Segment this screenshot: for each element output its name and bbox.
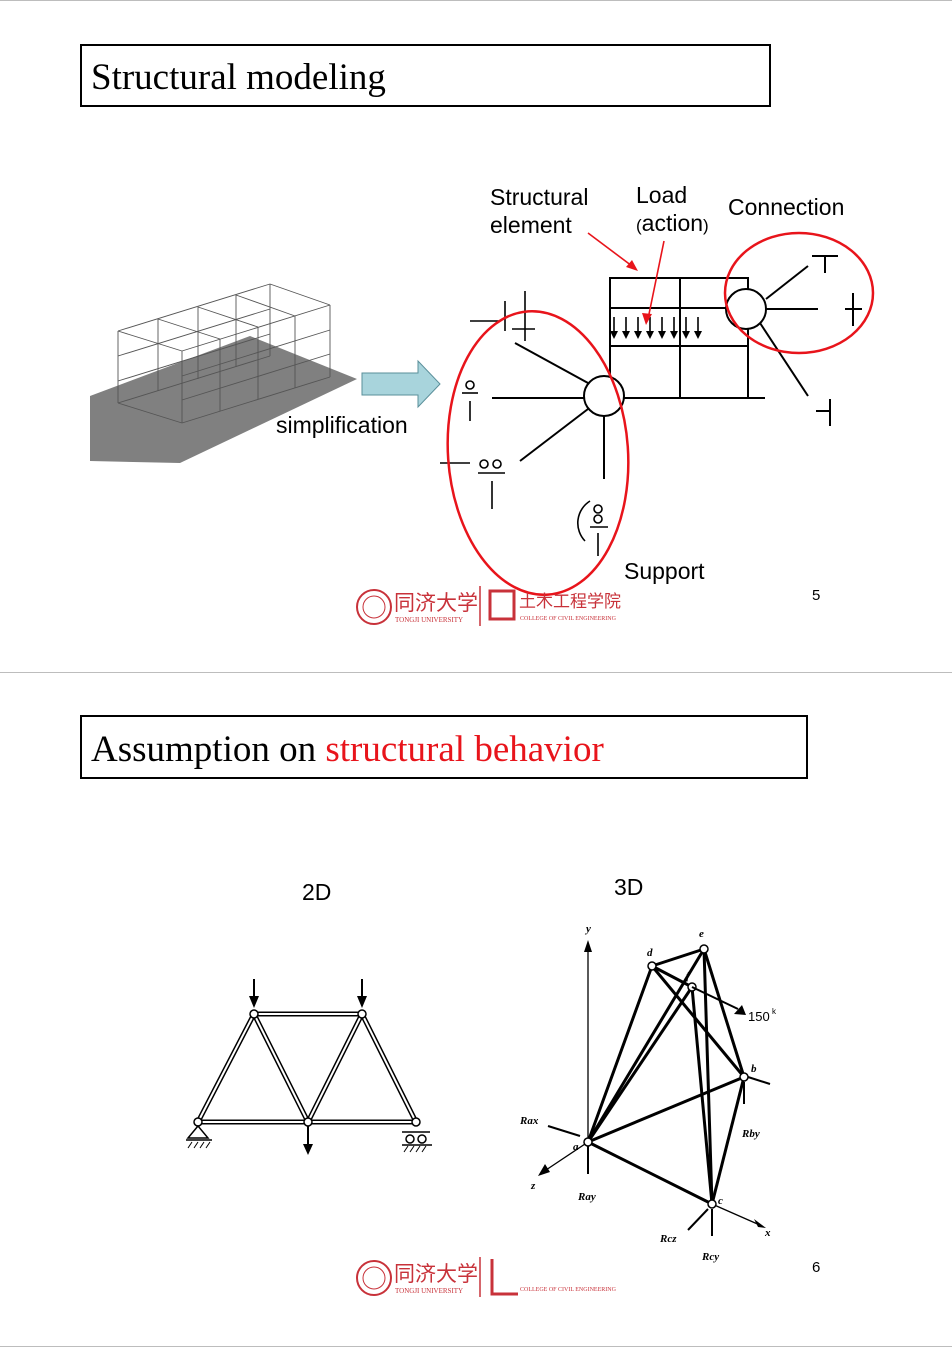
truss-3d-axis-heads	[538, 940, 766, 1228]
footer-college-en: COLLEGE OF CIVIL ENGINEERING	[520, 616, 616, 622]
label-load-action: Load (action)	[636, 182, 709, 236]
svg-text:d: d	[647, 947, 653, 959]
slide-title: Structural modeling	[80, 44, 771, 107]
modeling-diagram	[90, 231, 875, 626]
svg-text:z: z	[530, 1180, 536, 1192]
page-number: 5	[812, 587, 821, 604]
footer-college-cn: 土木工程学院	[519, 592, 621, 612]
svg-text:x: x	[764, 1227, 771, 1239]
truss-2d-hatch	[187, 1141, 427, 1153]
svg-text:Rcz: Rcz	[659, 1233, 677, 1245]
label-structural-element: Structural element	[490, 184, 589, 238]
svg-text:Rax: Rax	[519, 1115, 539, 1127]
truss-diagrams: y z x a b c d e f Rax Ray Rby Rcz Rcy 15…	[186, 923, 777, 1297]
simplification-arrow	[361, 359, 441, 409]
svg-text:a: a	[573, 1141, 579, 1153]
truss-3d-labels: y z x a b c d e f Rax Ray Rby Rcz Rcy	[519, 923, 771, 1263]
label-support: Support	[624, 558, 705, 584]
highlight-ellipses	[446, 231, 875, 597]
footer-university-cn: 同济大学	[394, 1262, 478, 1286]
truss-3d-load-unit: k	[772, 1007, 777, 1016]
svg-text:Rby: Rby	[741, 1128, 760, 1140]
label-2d: 2D	[302, 879, 332, 905]
svg-text:f: f	[686, 970, 691, 982]
frame-model	[492, 255, 862, 479]
slide-structural-modeling: Structural modeling	[0, 0, 952, 673]
truss-3d-reactions	[547, 986, 771, 1236]
truss-3d-axes	[539, 944, 763, 1227]
label-connection: Connection	[728, 194, 845, 220]
truss-3d-members	[586, 947, 746, 1206]
truss-2d-joints	[193, 1009, 421, 1127]
svg-text:y: y	[584, 923, 591, 935]
truss-3d-joints	[583, 944, 749, 1209]
footer-logo-slide2	[356, 1257, 518, 1297]
support-symbols	[440, 291, 608, 556]
svg-text:Ray: Ray	[577, 1191, 596, 1203]
footer-university-cn: 同济大学	[394, 591, 478, 615]
page-number: 6	[812, 1259, 821, 1276]
svg-text:e: e	[699, 928, 704, 940]
truss-3d-load-value: 150	[748, 1009, 770, 1024]
truss-2d-load-heads	[249, 996, 367, 1155]
truss-2d-inner	[197, 1013, 417, 1123]
footer-university-en: TONGJI UNIVERSITY	[395, 616, 464, 624]
footer-logo-slide1	[356, 586, 516, 626]
footer-college-en: COLLEGE OF CIVIL ENGINEERING	[520, 1287, 616, 1293]
slide-title: Assumption on structural behavior	[80, 715, 808, 779]
label-3d: 3D	[614, 874, 644, 900]
footer-university-en: TONGJI UNIVERSITY	[395, 1287, 464, 1295]
leader-arrowheads	[626, 260, 652, 325]
ground-plane	[90, 336, 357, 463]
svg-text:Rcy: Rcy	[701, 1251, 719, 1263]
truss-3d-reaction-heads	[734, 1005, 746, 1015]
truss-2d	[195, 1011, 419, 1125]
label-simplification: simplification	[276, 412, 408, 438]
distributed-load-heads	[610, 331, 702, 339]
slide-assumption: Assumption on structural behavior 2D 3D	[0, 674, 952, 1347]
svg-text:b: b	[751, 1063, 757, 1075]
truss-2d-supports	[186, 1124, 432, 1146]
building-wireframe	[117, 283, 331, 424]
svg-text:c: c	[718, 1195, 723, 1207]
